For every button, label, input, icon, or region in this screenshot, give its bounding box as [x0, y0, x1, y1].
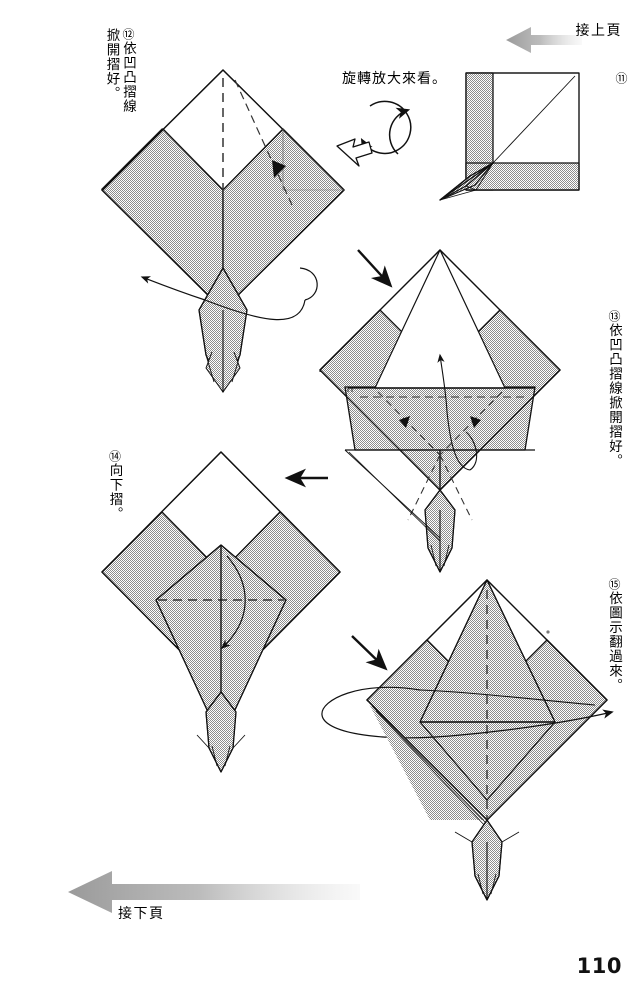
step-15-number: ⑮ — [607, 578, 621, 591]
flow-arrow-top — [506, 27, 582, 53]
step-13-caption: ⑬依凹凸摺線掀開摺好。 — [606, 310, 622, 468]
step-13-caption-text-1: 依凹凸摺線掀開摺好。 — [606, 323, 622, 468]
step-15-caption-text-1: 依圖示翻過來。 — [606, 591, 622, 693]
step-12-number: ⑫ — [120, 28, 135, 41]
step-12-caption-line-2: 掀開摺好。 — [103, 28, 120, 101]
step-15-figure — [321, 579, 614, 901]
step-15-caption-line-1: ⑮依圖示翻過來。 — [606, 578, 622, 693]
step-13-figure — [319, 249, 561, 573]
step-13-caption-line-1: ⑬依凹凸摺線掀開摺好。 — [606, 310, 622, 468]
step-13-number: ⑬ — [607, 310, 621, 323]
arrow-14-to-15 — [351, 635, 388, 671]
page-number: 110 — [576, 954, 622, 978]
step-11-marker: ⑪ — [613, 72, 628, 85]
step-12-figure — [101, 69, 345, 393]
arrow-12-to-13 — [357, 249, 393, 288]
step-14-caption-text-1: 向下摺。 — [106, 463, 123, 521]
rotate-zoom-note: 旋轉放大來看。 — [342, 71, 447, 87]
continued-from-previous-label: 接上頁 — [575, 23, 622, 39]
continued-to-next-label: 接下頁 — [118, 906, 165, 922]
step-12-caption-line-1: ⑫依凹凸摺線 — [119, 28, 136, 114]
step-15-caption: ⑮依圖示翻過來。 — [606, 578, 622, 693]
step-14-number: ⑭ — [107, 450, 122, 463]
step-12-caption: ⑫依凹凸摺線掀開摺好。 — [103, 28, 136, 114]
flow-arrow-bottom — [68, 871, 360, 913]
rotate-zoom-arrow — [360, 100, 412, 155]
rotate-zoom-block-arrow — [336, 138, 373, 167]
step-11-figure — [439, 72, 580, 201]
step-12-caption-text-1: 依凹凸摺線 — [119, 41, 136, 114]
step-11-number: ⑪ — [614, 72, 628, 85]
step-14-figure — [101, 451, 341, 773]
step-14-caption: ⑭向下摺。 — [106, 450, 122, 521]
step-14-caption-line-1: ⑭向下摺。 — [106, 450, 122, 521]
